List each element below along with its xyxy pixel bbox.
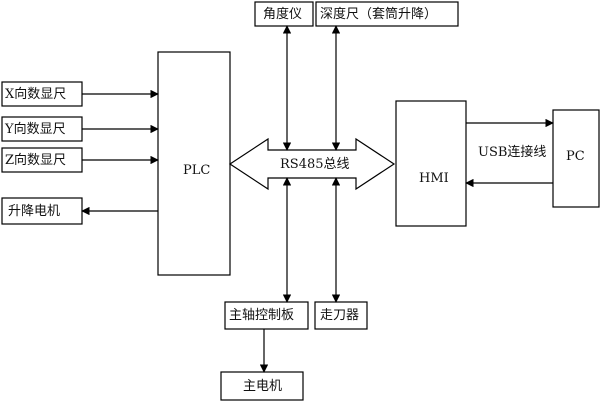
spindle-board-label: 主轴控制板 [229,308,295,323]
plc-label: PLC [183,163,211,178]
rs485-bus-label: RS485总线 [280,157,350,172]
usb-link-label: USB连接线 [478,145,547,160]
z-scale-label: Z向数显尺 [5,153,67,168]
y-scale-label: Y向数显尺 [5,122,66,137]
pc-box [552,109,600,208]
x-scale-label: X向数显尺 [5,87,67,102]
hmi-box [395,100,467,227]
feeder-label: 走刀器 [320,308,360,323]
feeder-box [314,301,368,330]
angle-meter-label: 角度仪 [263,7,303,22]
lift-motor-label: 升降电机 [8,204,61,219]
main-motor-label: 主电机 [243,379,283,394]
depth-gauge-label: 深度尺（套筒升降） [320,7,438,22]
pc-label: PC [566,149,585,164]
depth-gauge-box [315,1,459,27]
spindle-board-box [224,301,309,330]
rs485-bus-arrow [228,137,396,191]
hmi-label: HMI [419,171,449,186]
